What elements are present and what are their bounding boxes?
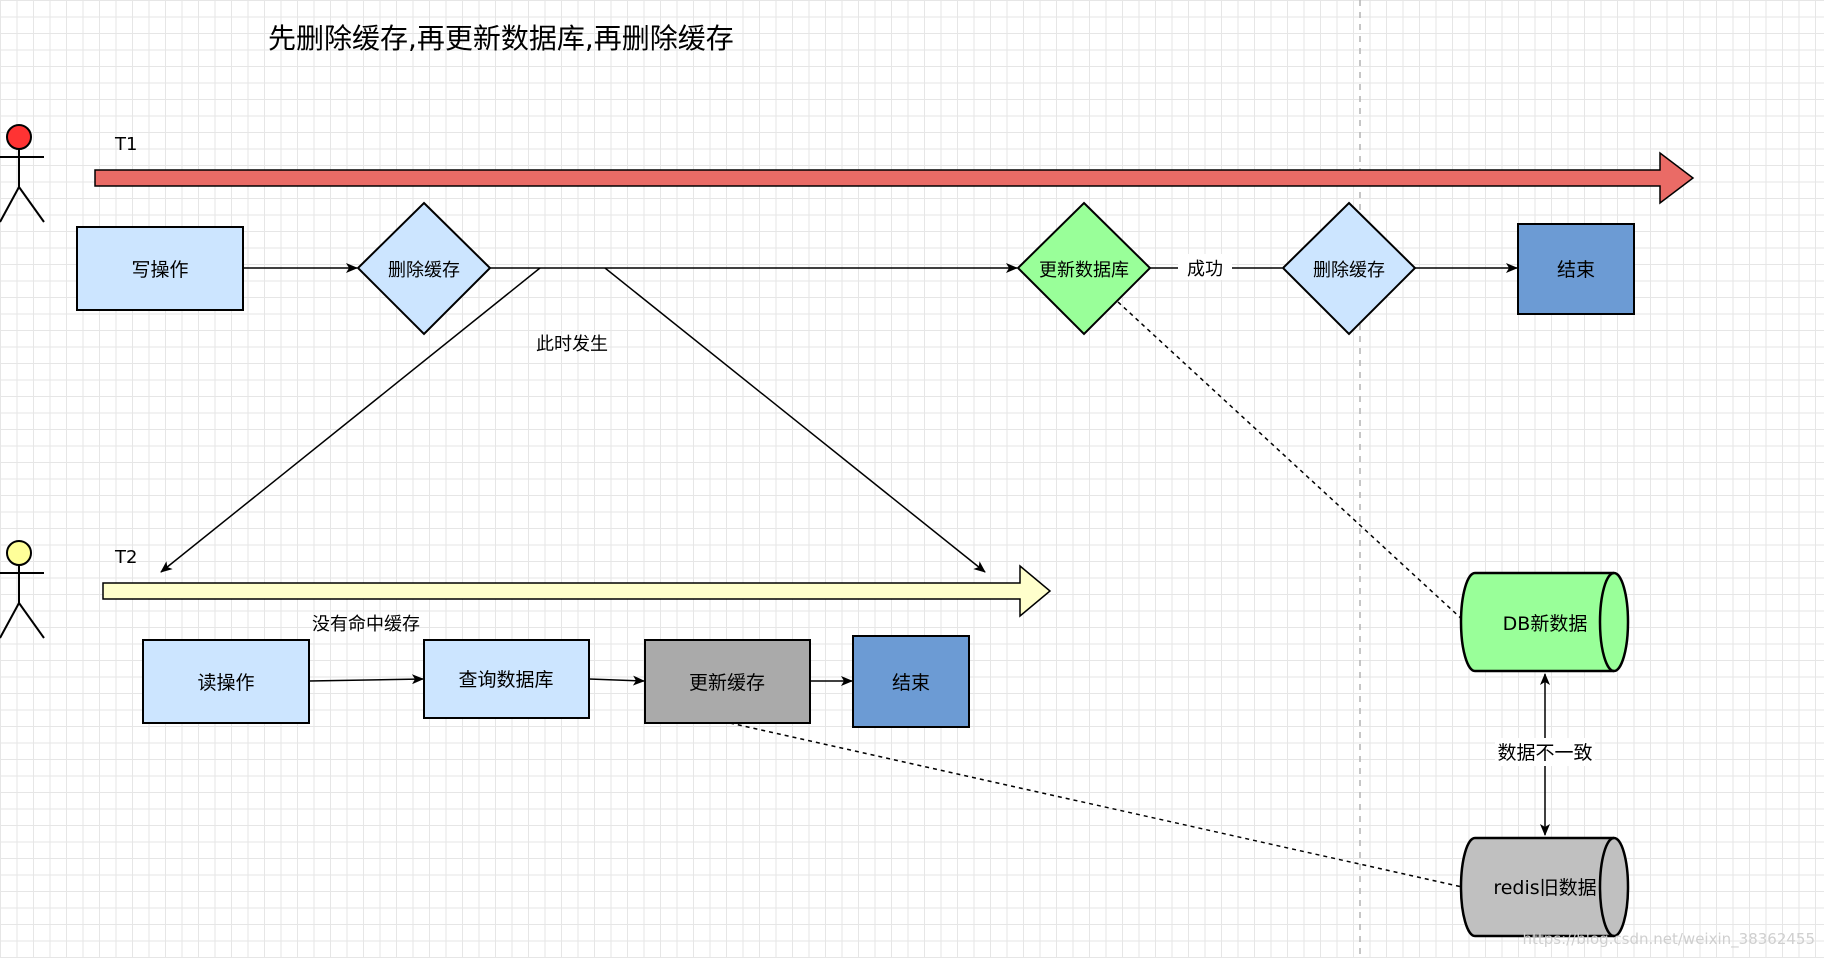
diagram-title: 先删除缓存,再更新数据库,再删除缓存: [268, 22, 734, 55]
redis-label: redis旧数据: [1493, 877, 1596, 899]
success-label: 成功: [1187, 259, 1223, 280]
query-db-label: 查询数据库: [458, 669, 553, 691]
occurs-label: 此时发生: [536, 334, 608, 355]
timeline-t1-arrow: [94, 151, 1695, 205]
delete-cache-2-label: 删除缓存: [1313, 260, 1385, 281]
edge-occurs-to-t2-end: [604, 267, 986, 573]
timeline-t1-label: T1: [114, 134, 137, 155]
edge-read-to-query: [308, 674, 424, 685]
read-op-box: [142, 639, 310, 724]
watermark: https://blog.csdn.net/weixin_38362455: [1522, 930, 1815, 949]
update-db-label: 更新数据库: [1039, 260, 1129, 281]
read-op-label: 读操作: [197, 672, 254, 694]
update-cache-label: 更新缓存: [689, 672, 765, 694]
delete-cache-2-diamond: [1281, 201, 1417, 336]
redis-cylinder: [1459, 836, 1630, 938]
update-db-diamond: [1016, 201, 1152, 336]
actor-t1-icon: [0, 124, 45, 223]
edge-occurs-to-t2-start: [160, 267, 541, 573]
db-cylinder: [1459, 571, 1630, 673]
write-op-box: [76, 226, 244, 311]
dotted-update-cache-to-redis: [729, 722, 1463, 888]
edge-query-to-update-cache: [588, 675, 645, 686]
actor-t2-icon: [0, 540, 45, 639]
inconsistency-label-bg: [1495, 738, 1595, 766]
update-cache-box: [644, 639, 811, 724]
write-op-label: 写操作: [131, 259, 188, 281]
delete-cache-1-diamond: [356, 201, 492, 336]
timeline-t2-label: T2: [114, 547, 137, 568]
cache-miss-label: 没有命中缓存: [312, 614, 420, 635]
delete-cache-1-label: 删除缓存: [388, 260, 460, 281]
inconsistency-label: 数据不一致: [1497, 742, 1592, 764]
t2-end-label: 结束: [892, 672, 930, 694]
t1-end-label: 结束: [1557, 259, 1595, 281]
t1-end-box: [1517, 223, 1635, 315]
db-label: DB新数据: [1503, 613, 1588, 635]
dotted-update-db-to-db: [1117, 301, 1466, 623]
query-db-box: [423, 639, 590, 719]
success-label-bg: [1178, 254, 1232, 280]
timeline-t2-arrow: [102, 564, 1052, 618]
t2-end-box: [852, 635, 970, 728]
